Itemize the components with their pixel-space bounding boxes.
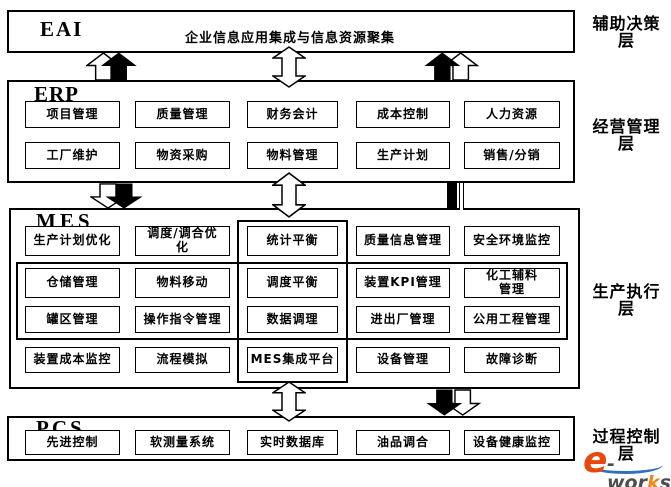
side-label-line1: 过程控制	[592, 427, 661, 446]
mes-item: 故障诊断	[464, 347, 560, 373]
mes-item: 物料移动	[135, 268, 230, 298]
mes-item: 生产计划优化	[25, 226, 120, 256]
mes-item: 仓储管理	[25, 268, 120, 298]
mes-item: 质量信息管理	[356, 226, 450, 256]
pcs-item: 先进控制	[25, 430, 120, 455]
eworks-logo-k: k	[646, 472, 660, 487]
side-label-process-control: 过程控制 层	[582, 427, 671, 463]
pcs-item: 软测量系统	[135, 430, 230, 455]
erp-title: ERP	[34, 82, 79, 106]
up-arrow-pair-right-icon	[424, 52, 480, 81]
double-arrow-erp-mes-icon	[272, 172, 306, 218]
white-arrow-shaft-icon	[459, 183, 464, 210]
eworks-logo-text: -works	[607, 455, 671, 487]
mes-item: 调度/调合优化	[135, 226, 230, 256]
erp-item: 成本控制	[356, 101, 450, 128]
side-label-line2: 层	[617, 30, 635, 50]
erp-item: 销售/分销	[464, 142, 560, 169]
mes-item: 调度平衡	[247, 268, 338, 298]
mes-item: 进出厂管理	[356, 306, 450, 333]
side-label-line1: 辅助决策	[592, 14, 661, 33]
side-label-decision-support: 辅助决策 层	[582, 14, 671, 50]
mes-middle-rows-group-box	[16, 262, 568, 340]
double-arrow-mes-pcs-icon	[272, 381, 306, 422]
eai-title: EAI	[40, 17, 84, 41]
up-arrow-pair-left-icon	[86, 52, 137, 81]
mes-item: 安全环境监控	[464, 226, 560, 256]
mes-item: 公用工程管理	[464, 306, 560, 333]
mes-item: MES集成平台	[247, 347, 338, 373]
black-arrow-shaft-icon	[447, 183, 457, 210]
side-label-line2: 层	[617, 133, 635, 153]
erp-item: 质量管理	[135, 101, 230, 128]
down-arrow-pair-right-icon	[426, 389, 482, 416]
mes-item: 化工辅料管理	[464, 268, 560, 298]
mes-item: 流程模拟	[135, 347, 230, 373]
pcs-item: 油品调合	[356, 430, 450, 455]
side-label-line2: 层	[617, 298, 635, 318]
down-arrow-pair-left-icon	[90, 183, 143, 209]
eworks-logo-mid: -wor	[607, 453, 647, 487]
side-label-line1: 生产执行	[592, 282, 661, 301]
pcs-item: 实时数据库	[247, 430, 338, 455]
mes-item: 数据调理	[247, 306, 338, 333]
eworks-logo: e -works	[583, 443, 671, 487]
double-arrow-eai-erp-icon	[272, 46, 306, 88]
side-label-production-execution: 生产执行 层	[582, 282, 671, 318]
erp-item: 物料管理	[247, 142, 338, 169]
eai-subtitle: 企业信息应用集成与信息资源聚集	[184, 31, 395, 46]
mes-item: 统计平衡	[247, 226, 338, 256]
mes-middle-column-group-box	[237, 220, 348, 383]
mes-item: 操作指令管理	[135, 306, 230, 333]
side-label-line2: 层	[617, 443, 635, 463]
side-label-business-management: 经营管理 层	[582, 117, 671, 153]
eworks-logo-swoosh-icon	[587, 455, 663, 474]
eworks-logo-e: e	[583, 440, 608, 481]
erp-item: 人力资源	[464, 101, 560, 128]
mes-item: 装置成本监控	[25, 347, 120, 373]
erp-item: 项目管理	[25, 101, 120, 128]
mes-item: 设备管理	[356, 347, 450, 373]
erp-item: 物资采购	[135, 142, 230, 169]
eworks-logo-s: s	[659, 472, 671, 487]
mes-item: 装置KPI管理	[356, 268, 450, 298]
side-label-line1: 经营管理	[592, 117, 661, 136]
erp-item: 工厂维护	[25, 142, 120, 169]
erp-item: 财务会计	[247, 101, 338, 128]
erp-item: 生产计划	[356, 142, 450, 169]
mes-item: 罐区管理	[25, 306, 120, 333]
pcs-item: 设备健康监控	[464, 430, 560, 455]
